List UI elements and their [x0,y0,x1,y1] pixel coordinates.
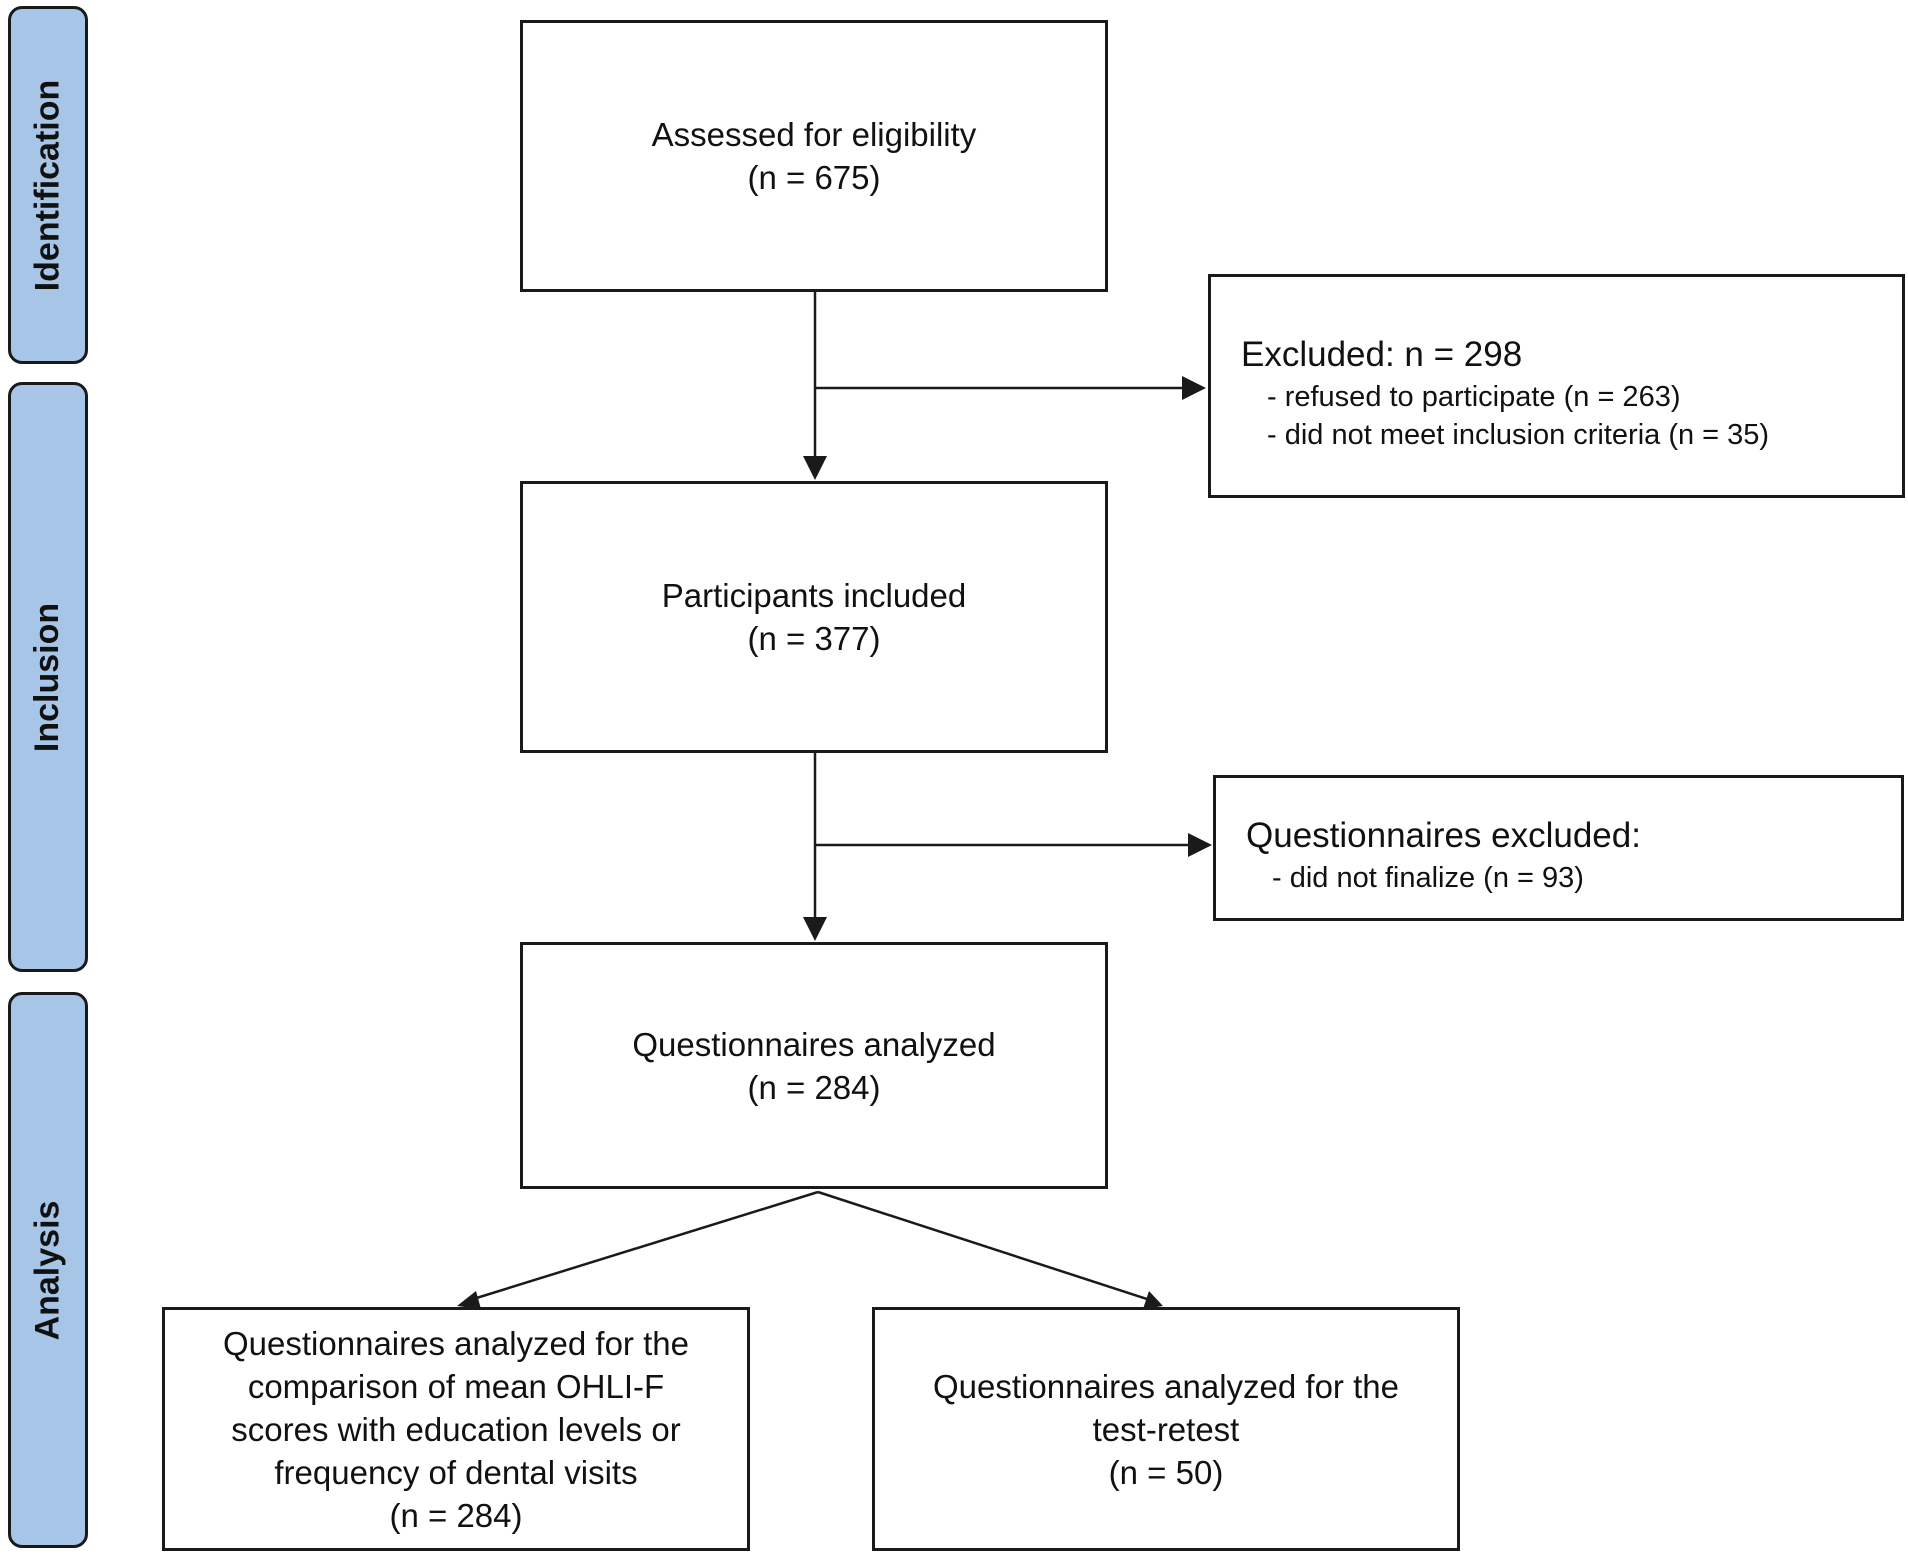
participants-count: (n = 377) [747,620,881,657]
stage-inclusion-label: Inclusion [28,602,67,752]
assessed-label: Assessed for eligibility [651,116,977,153]
arrow-analyzed-to-testretest [817,1190,1151,1302]
comparison-line: Questionnaires analyzed for the [223,1324,689,1362]
assessed-count: (n = 675) [747,159,881,196]
assessed-box: Assessed for eligibility (n = 675) [520,20,1108,292]
comparison-count: (n = 284) [389,1496,523,1534]
excluded-item: - did not meet inclusion criteria (n = 3… [1267,419,1770,451]
arrowhead-testretest [1143,1291,1163,1309]
stage-inclusion: Inclusion [8,382,88,972]
analyzed-box: Questionnaires analyzed (n = 284) [520,942,1108,1189]
participants-label: Participants included [661,577,967,614]
stage-analysis-label: Analysis [28,1200,67,1340]
comparison-line: frequency of dental visits [274,1453,638,1491]
arrowhead-questionnaires-excluded [1188,833,1212,857]
analyzed-count: (n = 284) [747,1068,881,1106]
analyzed-label: Questionnaires analyzed [632,1025,996,1063]
arrowhead-excluded [1182,376,1206,400]
questionnaires-excluded-item: - did not finalize (n = 93) [1272,862,1584,894]
testretest-line: test-retest [1092,1410,1240,1448]
testretest-box: Questionnaires analyzed for the test-ret… [872,1307,1460,1551]
comparison-box: Questionnaires analyzed for the comparis… [162,1307,750,1551]
excluded-label: Excluded: n = 298 [1241,335,1523,374]
arrow-analyzed-to-comparison [469,1190,819,1302]
participants-box: Participants included (n = 377) [520,481,1108,753]
testretest-count: (n = 50) [1108,1453,1224,1491]
arrowhead-participants [803,456,827,480]
stage-analysis: Analysis [8,992,88,1548]
stage-identification: Identification [8,6,88,364]
excluded-item: - refused to participate (n = 263) [1267,381,1681,413]
arrowhead-comparison [457,1291,481,1309]
arrowhead-analyzed [803,917,827,941]
questionnaires-excluded-box: Questionnaires excluded: - did not final… [1213,775,1904,921]
comparison-line: comparison of mean OHLI-F [247,1367,665,1405]
excluded-box: Excluded: n = 298 - refused to participa… [1208,274,1905,498]
testretest-line: Questionnaires analyzed for the [933,1367,1399,1405]
comparison-line: scores with education levels or [231,1410,681,1448]
questionnaires-excluded-label: Questionnaires excluded: [1246,816,1641,855]
stage-identification-label: Identification [28,79,67,291]
